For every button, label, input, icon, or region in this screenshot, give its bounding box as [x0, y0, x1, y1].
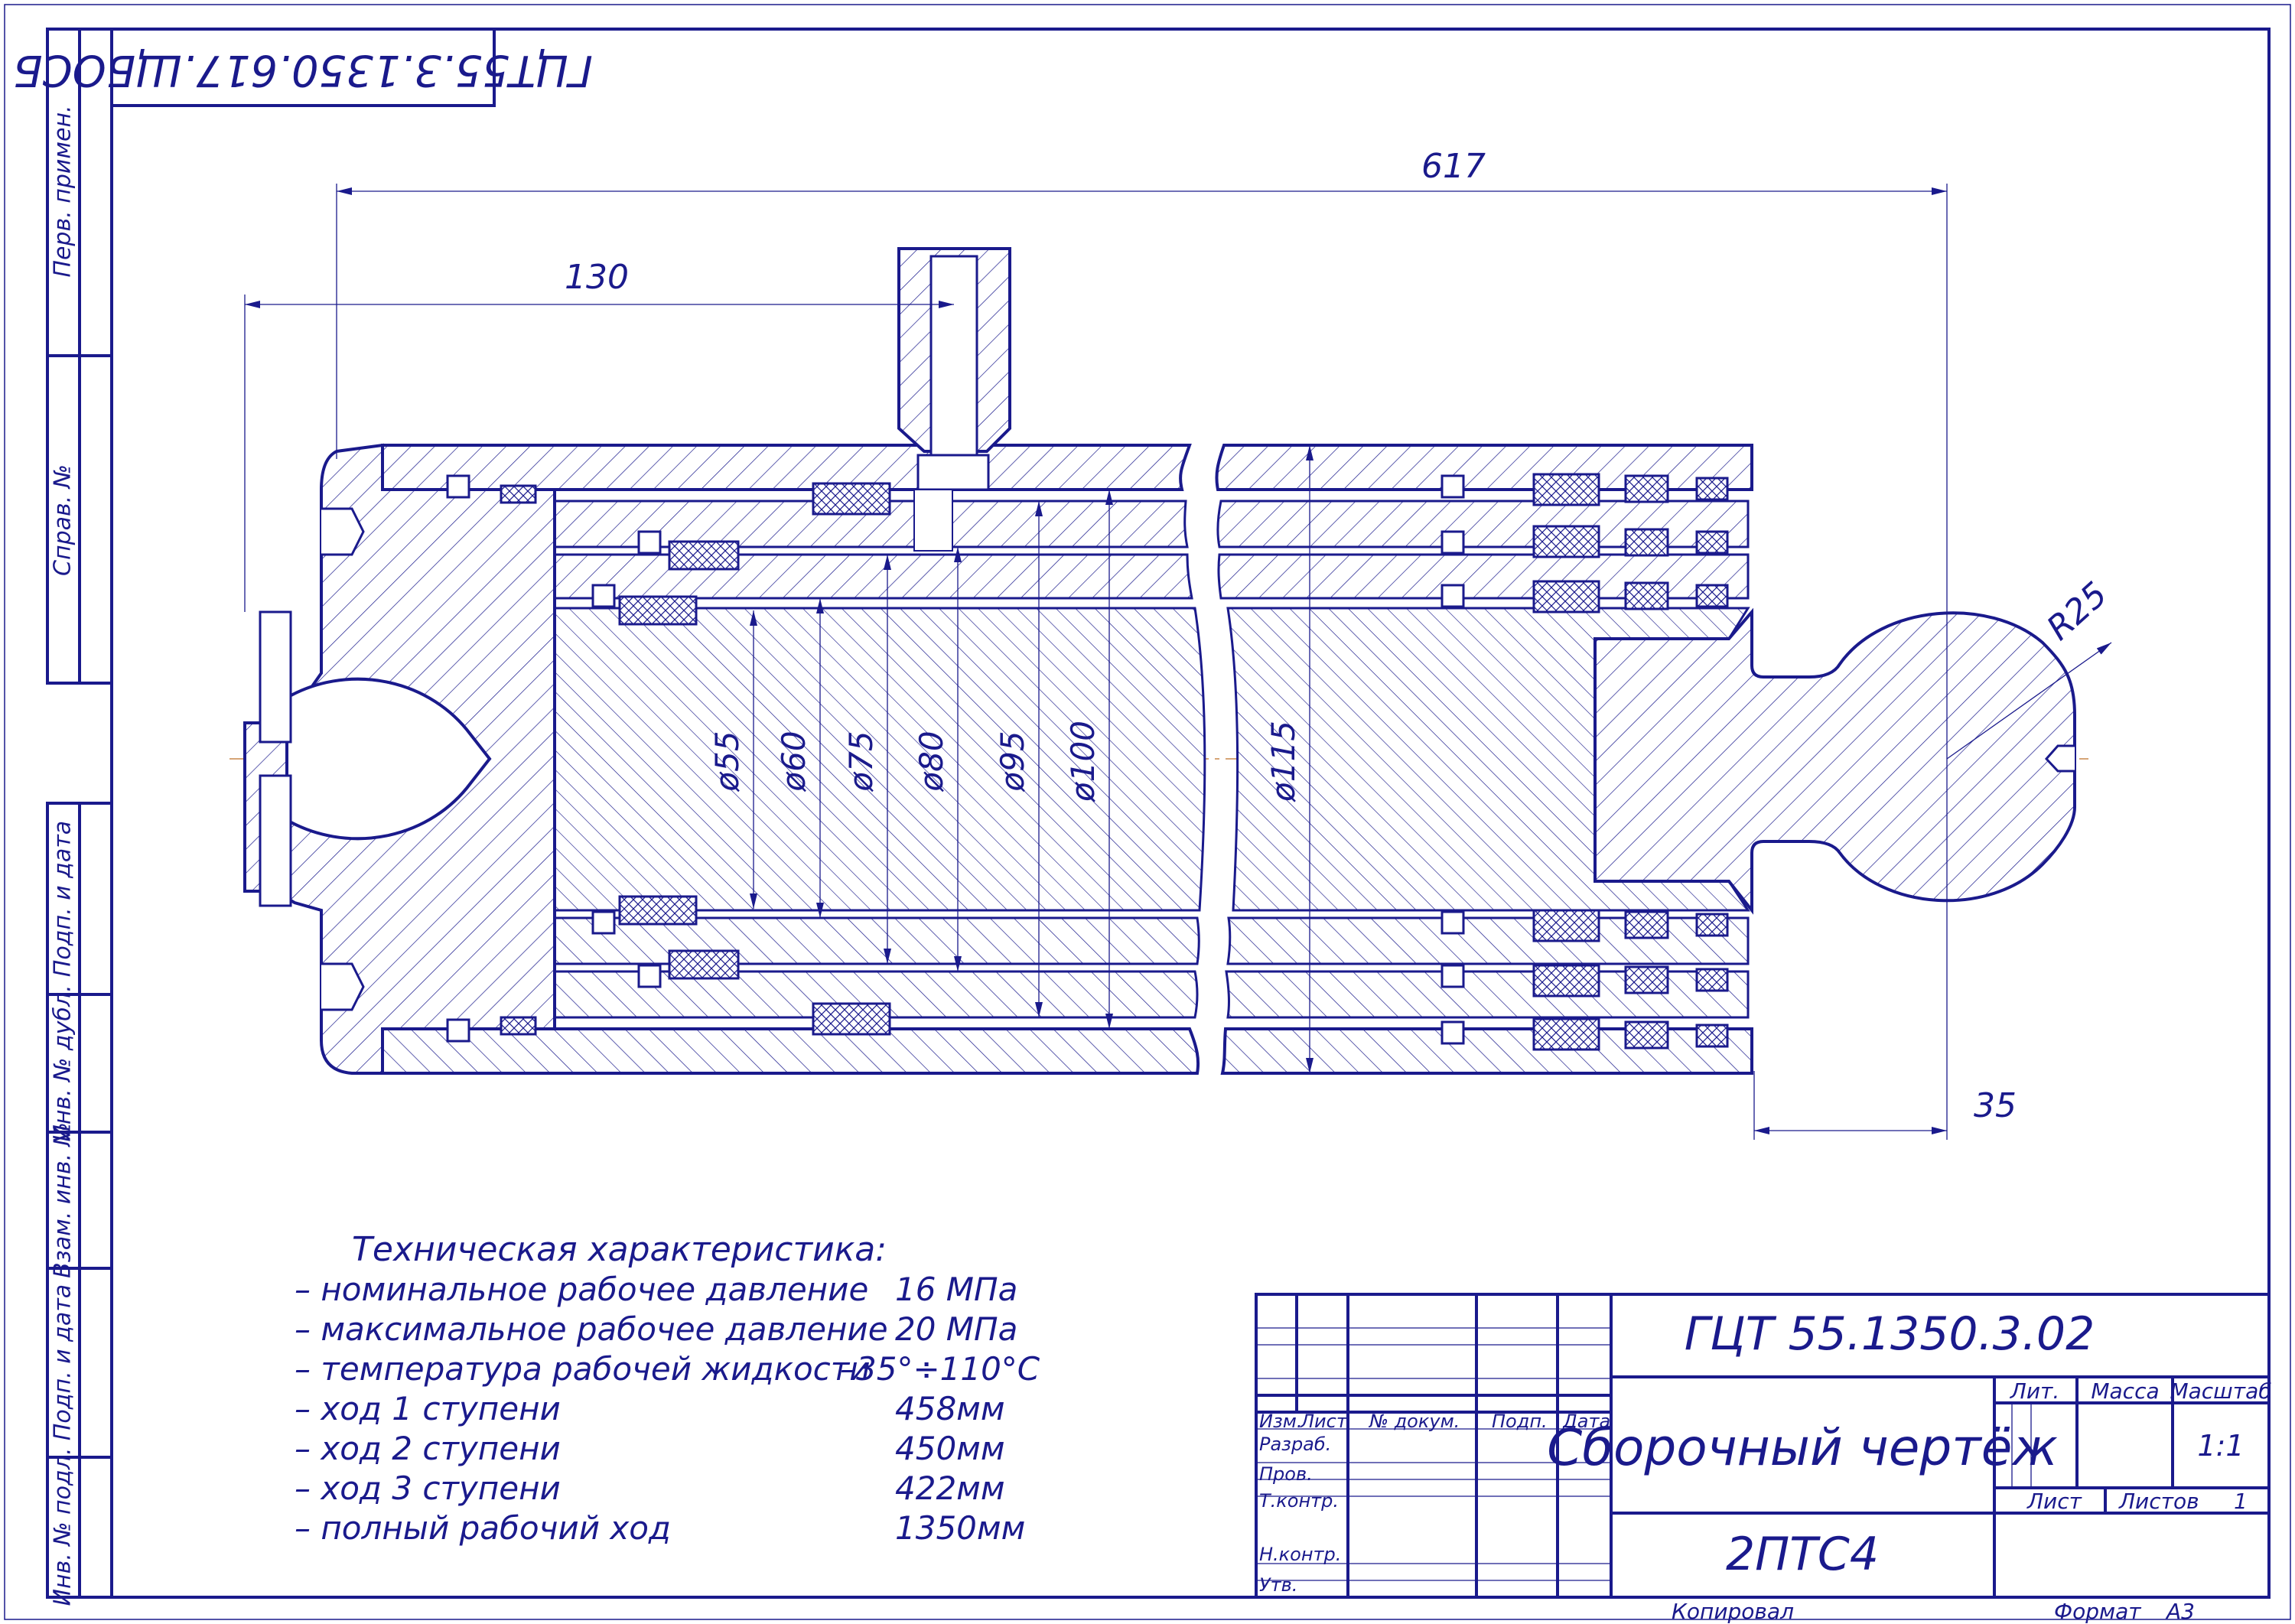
- rod-end-ball: [1593, 607, 2076, 915]
- bottom-bolt-hole-lower: [321, 962, 365, 1011]
- cylinder-assembly: [230, 247, 2088, 1075]
- left-strip-lower: Подп. и дата Инв. № дубл. Взам. инв. № П…: [46, 802, 113, 1606]
- spec-value-3: –35°÷110°С: [840, 1350, 1040, 1388]
- spec-value-4: 458мм: [895, 1390, 1005, 1427]
- port-channel: [929, 255, 978, 487]
- stage1-lower-right: [1225, 970, 1750, 1019]
- spec-label-3: – температура рабочей жидкости: [295, 1350, 871, 1388]
- dim-d100-label: ø100: [1064, 721, 1102, 802]
- seals: [500, 473, 1729, 1051]
- outer-sleeve-upper-right: [1215, 444, 1753, 491]
- rod-end-grease-hole: [2044, 744, 2075, 773]
- dim-d75-label: ø75: [842, 731, 880, 792]
- oil-passage: [913, 489, 953, 552]
- stamp-scale: 1:1: [2197, 1429, 2244, 1463]
- row-nkontr: Н.контр.: [1259, 1544, 1341, 1565]
- stamp-listov-val: 1: [2234, 1489, 2248, 1514]
- spec-label-5: – ход 2 ступени: [295, 1430, 561, 1467]
- dim-d95-label: ø95: [994, 731, 1031, 792]
- ball-socket: [285, 677, 492, 841]
- col-date: Дата: [1562, 1411, 1610, 1432]
- label-sprav: Справ. №: [50, 464, 76, 576]
- stamp-massa: Масса: [2091, 1378, 2159, 1404]
- col-sign: Подп.: [1492, 1411, 1548, 1432]
- label-vzam-inv: Взам. инв. №: [50, 1122, 76, 1278]
- col-doc: № докум.: [1368, 1411, 1460, 1432]
- spec-value-1: 16 МПа: [895, 1271, 1017, 1308]
- stamp-product: 2ПТС4: [1726, 1528, 1879, 1581]
- spec-value-5: 450мм: [895, 1430, 1005, 1467]
- label-inv-podl: Инв. № подл.: [50, 1448, 76, 1606]
- dim-d60-label: ø60: [775, 731, 812, 792]
- specs-heading: Техническая характеристика:: [352, 1230, 887, 1269]
- left-strip-upper: Перв. примен. Справ. №: [46, 28, 113, 685]
- dimensions: 617 130 35 R25 ø55 ø60 ø75 ø80 ø95 ø100 …: [244, 147, 2115, 1140]
- dim-overall-label: 617: [1421, 147, 1486, 186]
- outer-sleeve-lower-left: [381, 1027, 1200, 1075]
- port-channel-lower: [916, 454, 990, 491]
- stamp-list: Лист: [2026, 1489, 2082, 1514]
- spec-label-6: – ход 3 ступени: [295, 1469, 561, 1507]
- stamp-kopiroval: Копировал: [1672, 1599, 1794, 1624]
- col-izm: Изм.: [1259, 1411, 1302, 1432]
- spec-label-4: – ход 1 ступени: [295, 1390, 561, 1427]
- outer-sleeve-lower-right: [1220, 1027, 1753, 1075]
- label-podp-data-1: Подп. и дата: [50, 821, 76, 977]
- dim-rod-end-label: 35: [1974, 1086, 2017, 1125]
- stage2-lower-right: [1226, 916, 1750, 965]
- stamp-designation: ГЦТ 55.1350.3.02: [1685, 1307, 2095, 1361]
- spec-label-2: – максимальное рабочее давление: [295, 1310, 888, 1348]
- label-inv-dubl: Инв. № дубл.: [50, 984, 76, 1141]
- dim-d55-label: ø55: [708, 731, 746, 792]
- sheet-trim-line: [4, 4, 2291, 1620]
- row-utv: Утв.: [1259, 1574, 1297, 1596]
- row-tkontr: Т.контр.: [1259, 1490, 1339, 1512]
- row-prov: Пров.: [1259, 1463, 1313, 1485]
- socket-flange-upper: [259, 610, 292, 744]
- stamp-masshtab: Масштаб: [2170, 1378, 2271, 1404]
- col-list: Лист: [1300, 1411, 1348, 1432]
- technical-specs: Техническая характеристика: – номинально…: [295, 1230, 1040, 1547]
- stage2-upper-left: [553, 553, 1193, 600]
- spec-label-1: – номинальное рабочее давление: [295, 1271, 868, 1308]
- label-perv-primen: Перв. примен.: [50, 105, 76, 277]
- stamp-format: Формат: [2054, 1599, 2141, 1624]
- spec-value-6: 422мм: [895, 1469, 1005, 1507]
- stage1-upper-left: [553, 500, 1189, 548]
- socket-flange-lower: [259, 774, 292, 907]
- bottom-bolt-hole-upper: [321, 507, 365, 556]
- spec-label-7: – полный рабочий ход: [295, 1509, 671, 1547]
- dim-d80-label: ø80: [913, 731, 950, 792]
- dim-radius-label: R25: [2039, 574, 2114, 648]
- outer-sleeve-upper-left: [381, 444, 1192, 491]
- label-podp-data-2: Подп. и дата: [50, 1284, 76, 1440]
- stamp-listov: Листов: [2118, 1489, 2199, 1514]
- stamp-format-val: А3: [2165, 1599, 2195, 1624]
- dim-d115-label: ø115: [1265, 721, 1302, 802]
- top-code-text: ГЦТ55.3.1350.617.ЩБОСБ: [13, 45, 593, 95]
- top-code-box: ГЦТ55.3.1350.617.ЩБОСБ: [13, 28, 593, 107]
- retaining-rings: [446, 474, 1465, 1045]
- spec-value-2: 20 МПа: [895, 1310, 1017, 1348]
- title-block: ГЦТ 55.1350.3.02 Сборочный чертёж 2ПТС4 …: [1255, 1293, 2272, 1624]
- dim-port-offset-label: 130: [565, 258, 629, 297]
- stamp-title: Сборочный чертёж: [1547, 1418, 2058, 1477]
- spec-value-7: 1350мм: [895, 1509, 1025, 1547]
- stamp-lit: Лит.: [2010, 1378, 2059, 1404]
- row-razrab: Разраб.: [1259, 1434, 1331, 1455]
